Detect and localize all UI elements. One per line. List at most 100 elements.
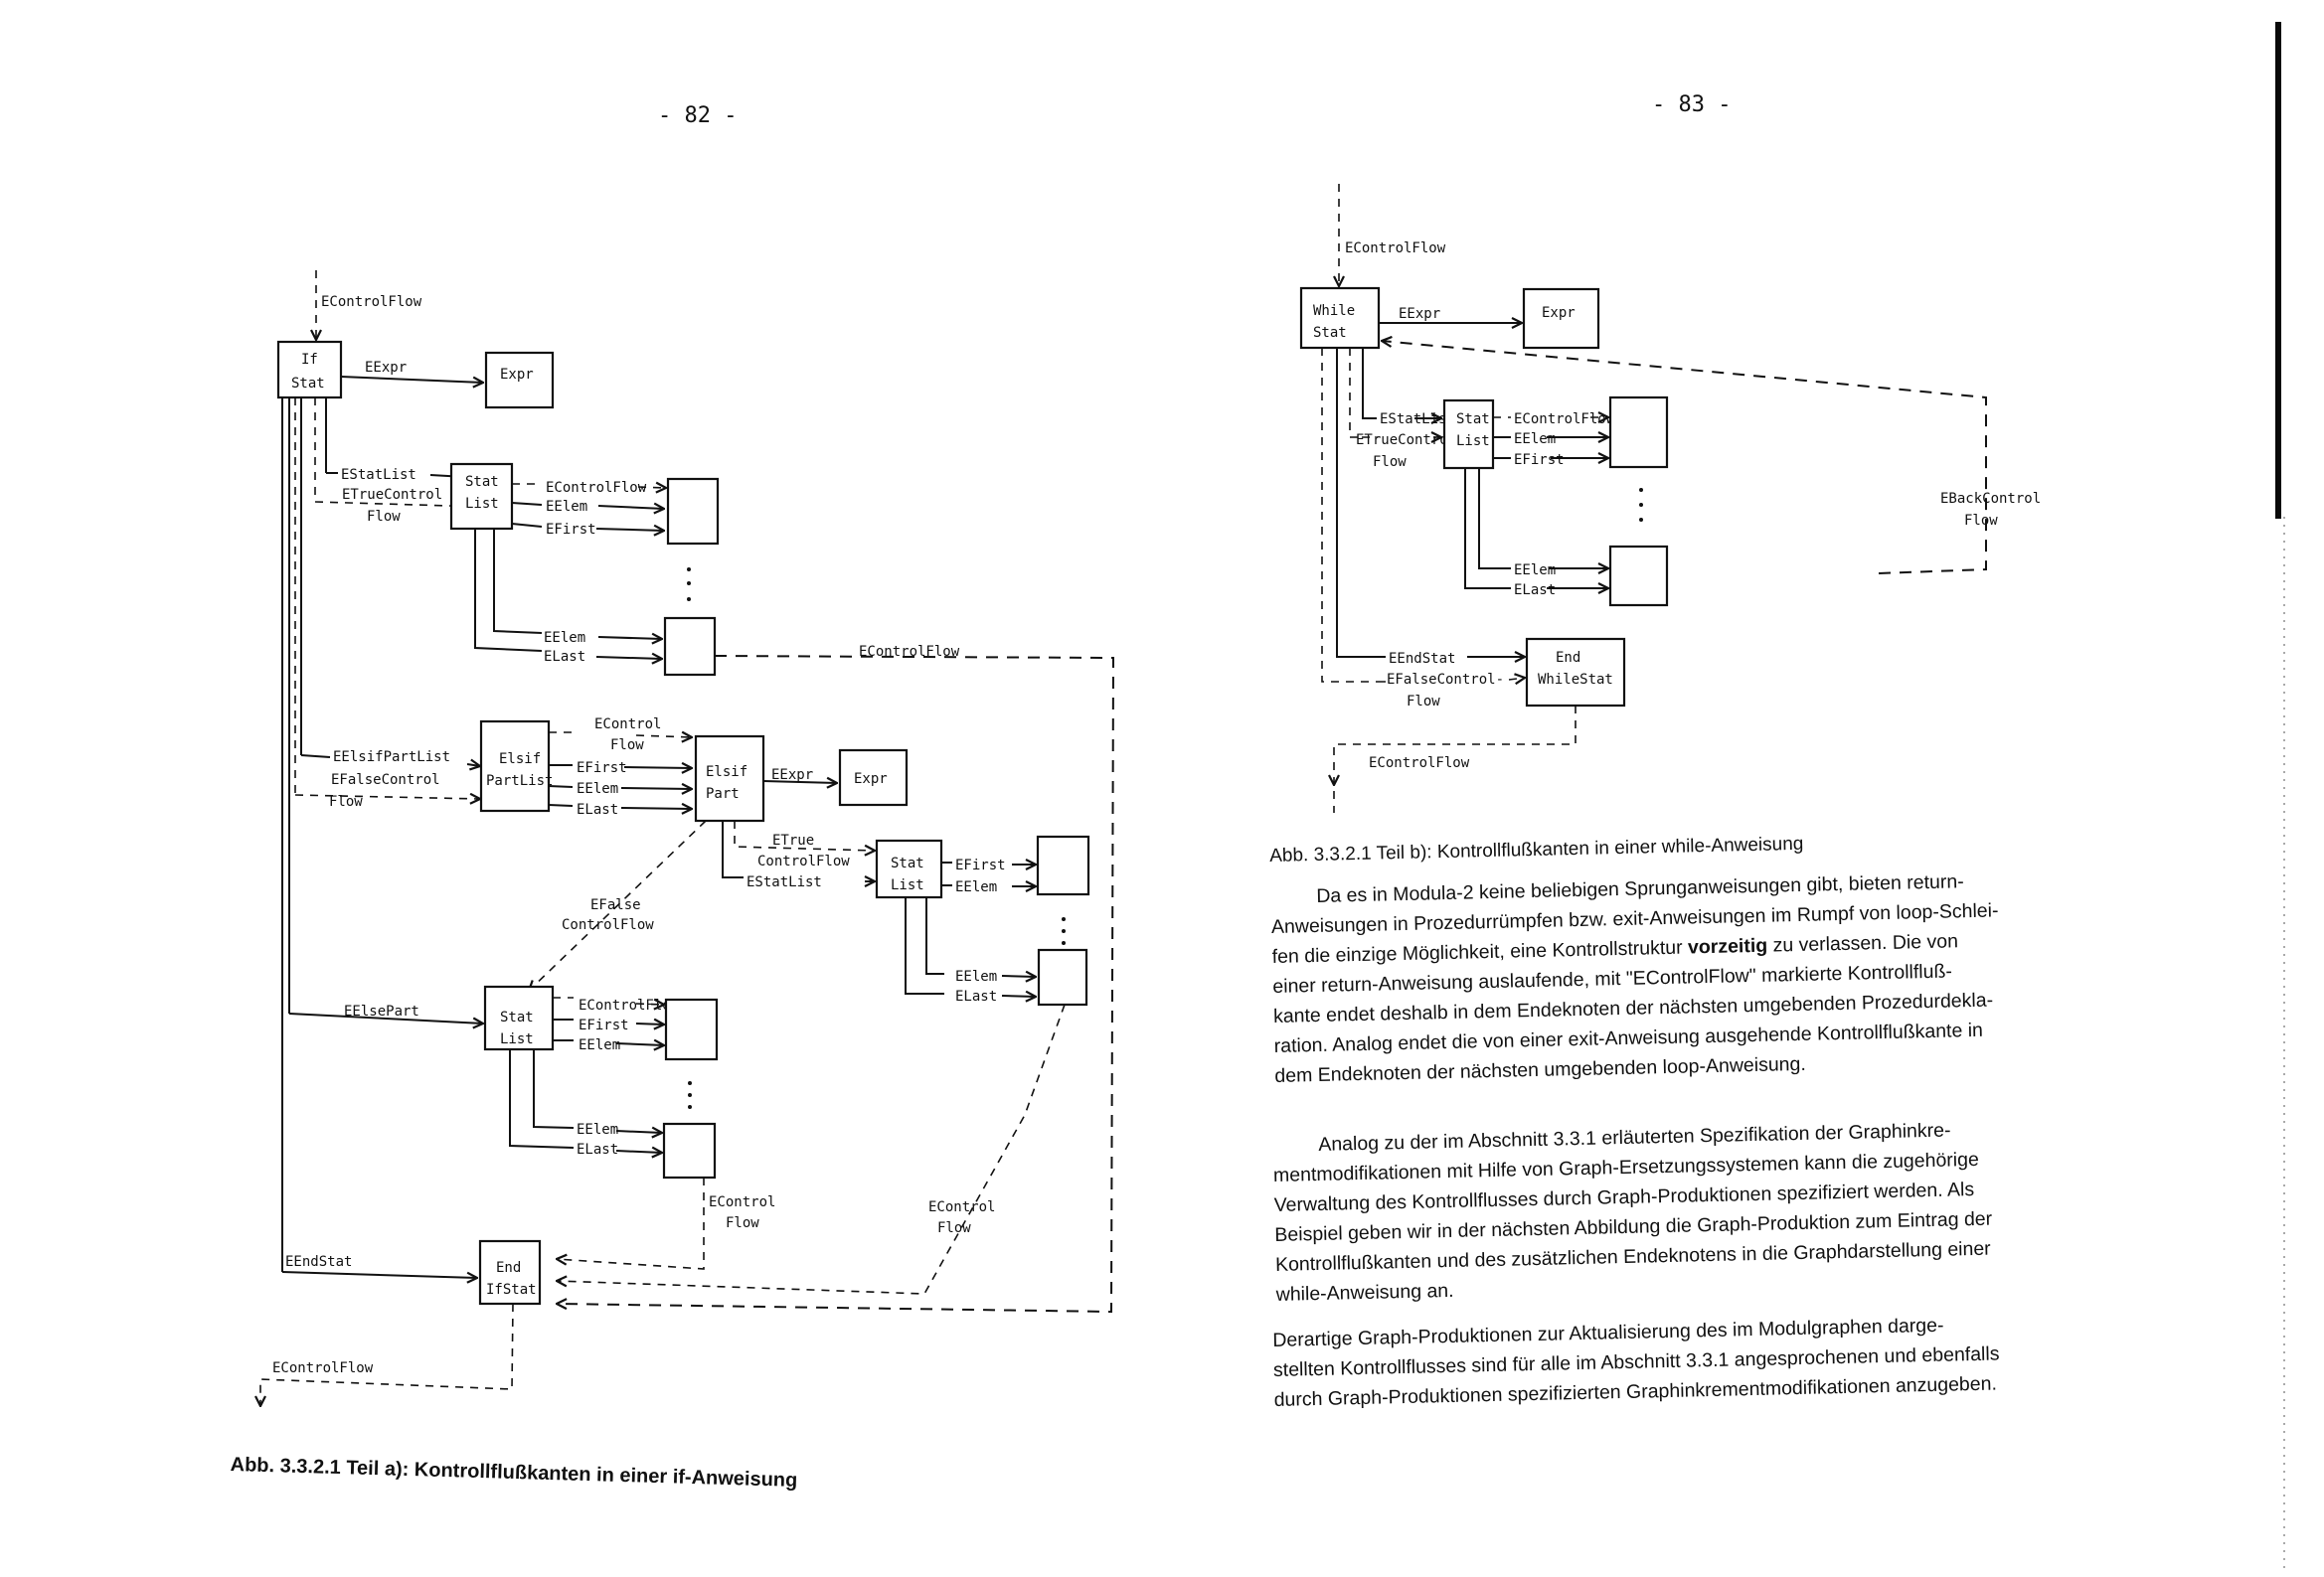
- node-sl3-first-elem: [664, 998, 719, 1061]
- edge-ebackcontrol: [1382, 341, 1987, 574]
- edge-etrue-2: [734, 821, 875, 851]
- edge-efalse-2: [529, 820, 707, 991]
- ellipsis-dot: [687, 581, 691, 585]
- node-sl3-last-elem: [662, 1122, 717, 1180]
- label-sl2-elast: ELast: [955, 989, 997, 1005]
- node-elsif-partlist: [479, 719, 551, 813]
- label-epl-elast: ELast: [577, 802, 618, 818]
- label-eexpr: EExpr: [1399, 306, 1440, 322]
- edge-sl3-efirst: [553, 1020, 664, 1025]
- label-eexpr-2: EExpr: [771, 767, 813, 783]
- edge-eendstat: [281, 1271, 477, 1278]
- edge-epl-econtrol: [549, 732, 692, 737]
- scan-edge-bar: [2275, 22, 2281, 519]
- label-sl2-out-controlflow-line1: EControl: [928, 1199, 995, 1215]
- label-etruecontrol-1-line1: ETrueControl: [342, 487, 442, 503]
- node-stat-list-3-line1: Stat: [500, 1010, 534, 1025]
- edge-efalsecontrol-1: [294, 795, 480, 799]
- label-sl2-out-controlflow-line2: Flow: [937, 1220, 971, 1236]
- label-sl1-elast: ELast: [544, 649, 585, 665]
- edge-estatlist-2: [722, 821, 875, 881]
- ellipsis-dot: [1062, 941, 1066, 945]
- label-sl2-efirst: EFirst: [955, 858, 1006, 873]
- edge-sl2-eelem-b: [925, 897, 1036, 977]
- label-ebackcontrol-line2: Flow: [1964, 513, 1998, 529]
- edge-sl1-eelem-b: [493, 529, 662, 639]
- left-page: - 82 - EControlFlow If Stat EExpr Expr E…: [0, 103, 1115, 1406]
- edge-sl2-efirst: [941, 863, 1036, 865]
- label-epl-efirst: EFirst: [577, 760, 627, 776]
- node-stat-list-line2: List: [1456, 433, 1490, 449]
- edge-sl-elast: [1464, 468, 1608, 588]
- figure-while-statement: EControlFlow While Stat EExpr Expr EBack…: [1299, 184, 2041, 813]
- label-sl3-out-controlflow-line1: EControl: [709, 1194, 775, 1210]
- label-sl1-efirst: EFirst: [546, 522, 596, 538]
- edge-sl3-elast: [509, 1049, 662, 1153]
- edge-eexpr-2: [762, 781, 837, 783]
- node-stat-list-3: [483, 985, 555, 1051]
- page-number-83: - 83 -: [1652, 92, 1731, 117]
- node-end-whilestat-line1: End: [1556, 650, 1580, 666]
- label-estatlist: EStatList: [1380, 411, 1455, 427]
- edge-sl-eelem-b: [1478, 468, 1608, 568]
- node-end-ifstat: [478, 1239, 542, 1306]
- node-stat-list-2-line2: List: [891, 877, 924, 893]
- paragraph-1: Da es in Modula-2 keine beliebigen Sprun…: [1270, 863, 2150, 1091]
- label-etrue-2-line1: ETrue: [772, 833, 814, 849]
- node-expr-label: Expr: [1542, 305, 1576, 321]
- node-if-stat: [276, 340, 343, 399]
- label-sl3-eelem-b: EElem: [577, 1122, 618, 1138]
- figure-if-statement: EControlFlow If Stat EExpr Expr EStatLis…: [260, 270, 1115, 1406]
- paragraph-2: Analog zu der im Abschnitt 3.3.1 erläute…: [1272, 1111, 2151, 1310]
- edge-sl1-eelem: [511, 503, 664, 509]
- node-end-whilestat: [1525, 637, 1626, 708]
- edge-sl1-efirst: [511, 524, 664, 531]
- edge-eexpr-1: [340, 376, 483, 383]
- node-expr-1-label: Expr: [500, 367, 534, 383]
- node-sl2-last-elem: [1037, 948, 1088, 1007]
- ellipsis-dot: [687, 567, 691, 571]
- label-efalse-2-line2: ControlFlow: [562, 917, 654, 933]
- node-expr: [1522, 287, 1600, 350]
- label-sl2-eelem: EElem: [955, 879, 997, 895]
- edge-sl2-elast: [905, 897, 1036, 997]
- label-sl3-efirst: EFirst: [579, 1018, 629, 1033]
- ellipsis-dot: [1062, 929, 1066, 933]
- node-if-stat-line1: If: [301, 352, 318, 368]
- edge-eendstat-vertical: [1336, 348, 1380, 658]
- label-ebackcontrol-line1: EBackControl: [1940, 491, 2041, 507]
- label-epl-eelem: EElem: [577, 781, 618, 797]
- node-end-ifstat-line1: End: [496, 1260, 521, 1276]
- edge-etruecontrol-vertical: [1349, 348, 1362, 438]
- node-stat-list-1-line1: Stat: [465, 474, 499, 490]
- edge-sl1-out-controlflow: [557, 655, 1115, 1314]
- edge-estatlist-vertical: [1362, 348, 1377, 419]
- node-sl-first-elem: [1608, 395, 1669, 469]
- node-end-ifstat-line2: IfStat: [486, 1282, 537, 1298]
- node-elsif-partlist-line1: Elsif: [499, 751, 541, 767]
- edge-epl-efirst: [549, 765, 692, 768]
- label-etruecontrol-line1: ETrueControl-: [1356, 432, 1465, 448]
- edge-eelsifpartlist: [300, 755, 480, 766]
- node-expr-2-label: Expr: [854, 771, 888, 787]
- ellipsis-dot: [1639, 488, 1643, 492]
- edge-sl3-controlflow: [553, 998, 664, 1005]
- node-sl-last-elem: [1608, 545, 1669, 607]
- node-stat-list-1: [449, 462, 514, 531]
- label-efalsecontrol-line2: Flow: [1407, 694, 1440, 710]
- label-etruecontrol-1-line2: Flow: [367, 509, 401, 525]
- label-sl3-elast: ELast: [577, 1142, 618, 1158]
- ellipsis-dot: [1639, 503, 1643, 507]
- edge-eelsepart: [288, 1013, 483, 1024]
- label-outgoing-controlflow: EControlFlow: [1369, 755, 1470, 771]
- label-etrue-2-line2: ControlFlow: [757, 854, 850, 869]
- node-sl2-first-elem: [1036, 835, 1090, 896]
- node-sl1-last-elem: [663, 616, 717, 677]
- label-estatlist-2: EStatList: [747, 874, 822, 890]
- label-epl-econtrol-line2: Flow: [610, 737, 644, 753]
- ellipsis-dot: [688, 1105, 692, 1109]
- node-end-whilestat-line2: WhileStat: [1538, 672, 1613, 688]
- edge-efalsecontrol: [1380, 678, 1525, 682]
- label-sl-eelem: EElem: [1514, 431, 1556, 447]
